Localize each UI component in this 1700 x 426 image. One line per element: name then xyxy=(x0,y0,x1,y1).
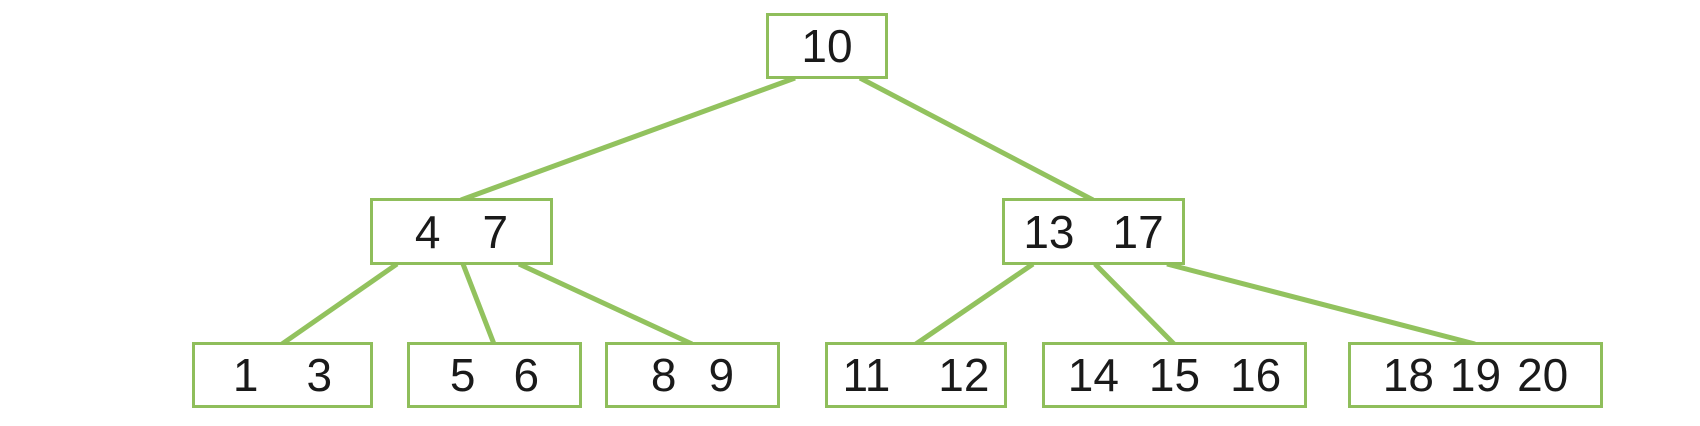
tree-edge-internal-13-17-to-leaf-11-12 xyxy=(914,261,1035,347)
node-key: 5 xyxy=(449,349,476,401)
node-key: 16 xyxy=(1230,349,1282,401)
tree-node-root-10: 10 xyxy=(766,13,888,79)
tree-node-leaf-11-12: 11 12 xyxy=(825,342,1007,408)
node-key: 20 xyxy=(1517,349,1569,401)
node-key: 13 xyxy=(1023,205,1075,258)
tree-edge-root-10-to-internal-4-7 xyxy=(460,75,796,203)
node-key: 11 xyxy=(842,349,891,401)
node-key: 9 xyxy=(708,349,735,401)
tree-edge-internal-13-17-to-leaf-18-19-20 xyxy=(1166,261,1476,347)
tree-edge-internal-4-7-to-leaf-8-9 xyxy=(517,261,694,347)
node-key: 10 xyxy=(801,20,853,72)
node-key: 18 xyxy=(1382,349,1434,401)
node-key: 15 xyxy=(1148,349,1201,401)
tree-edge-internal-4-7-to-leaf-1-3 xyxy=(280,261,399,347)
node-key: 4 xyxy=(414,205,441,258)
tree-node-leaf-18-19-20: 18 19 20 xyxy=(1348,342,1603,408)
node-key: 14 xyxy=(1067,349,1119,401)
node-key: 6 xyxy=(513,349,540,401)
node-key: 1 xyxy=(232,349,259,401)
node-key: 19 xyxy=(1449,349,1502,401)
node-key: 8 xyxy=(650,349,677,401)
tree-edge-internal-4-7-to-leaf-5-6 xyxy=(460,263,497,345)
tree-node-leaf-14-15-16: 14 15 16 xyxy=(1042,342,1307,408)
node-key: 17 xyxy=(1112,205,1164,258)
node-key: 3 xyxy=(306,349,333,401)
node-key: 7 xyxy=(482,205,509,258)
tree-edge-root-10-to-internal-13-17 xyxy=(858,75,1095,203)
node-key: 12 xyxy=(938,349,990,401)
tree-edge-internal-13-17-to-leaf-14-15-16 xyxy=(1093,262,1176,346)
tree-node-internal-13-17: 13 17 xyxy=(1002,198,1185,265)
